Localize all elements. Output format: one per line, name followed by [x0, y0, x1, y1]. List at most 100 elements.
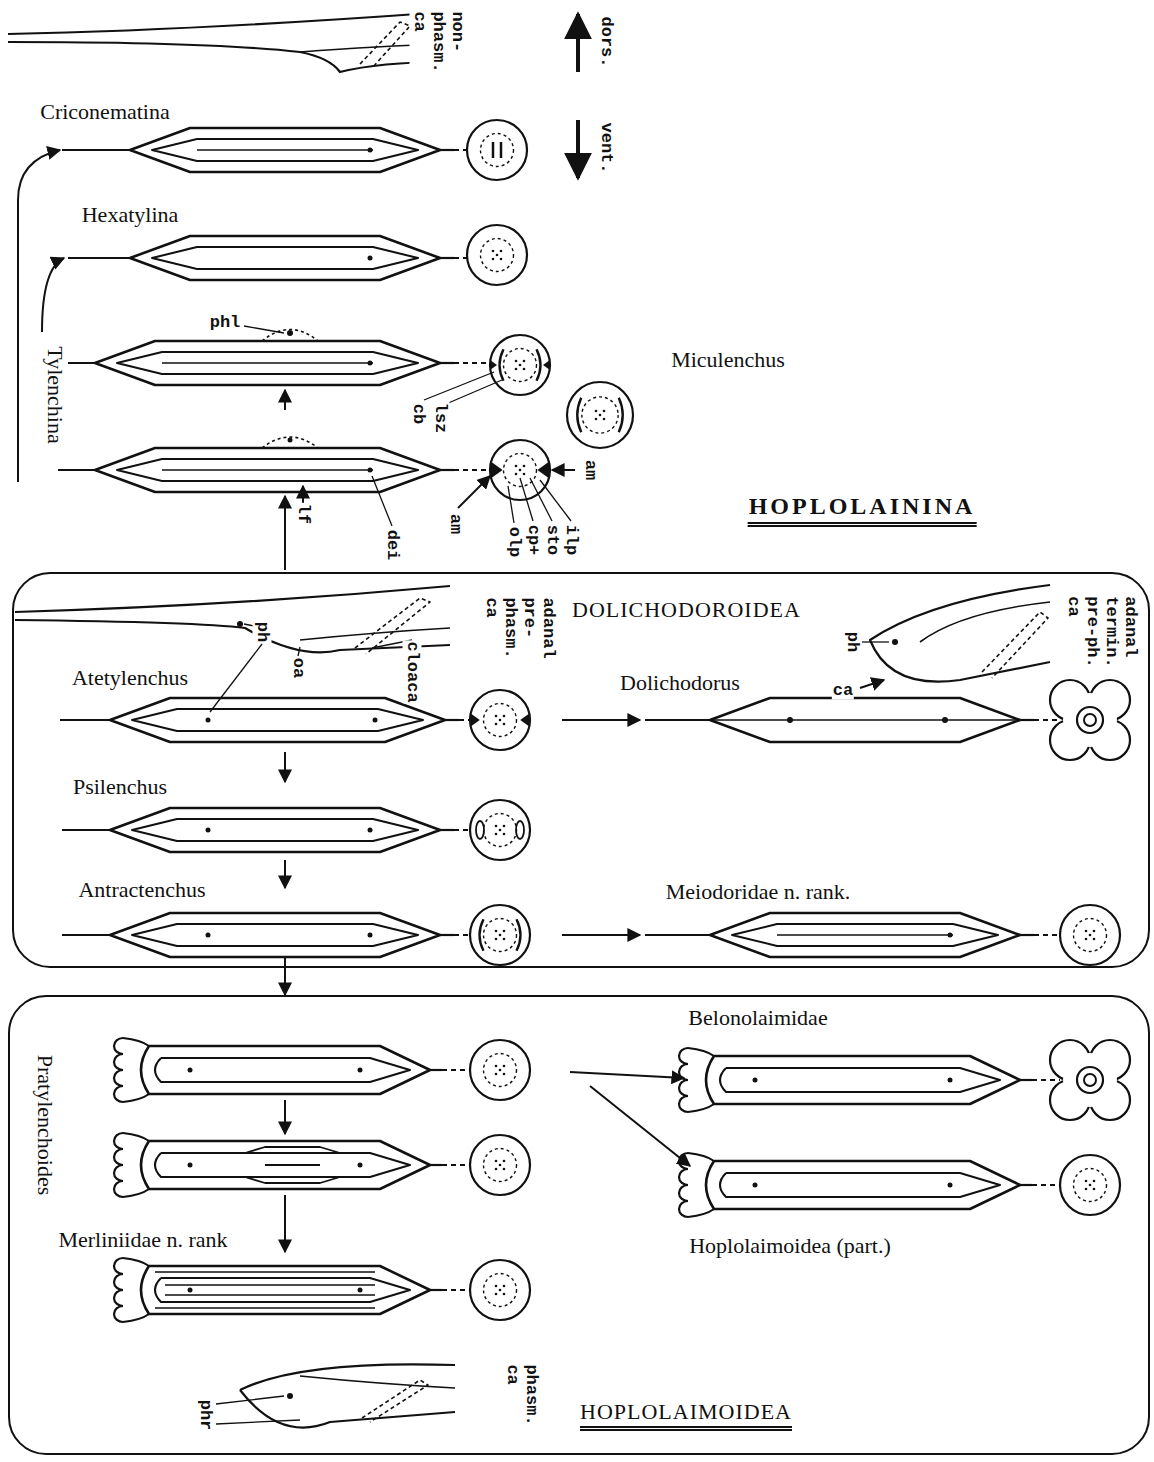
dot — [1085, 938, 1088, 941]
part-label: olp — [505, 526, 524, 559]
leader-line — [216, 1396, 284, 1404]
spicule — [982, 612, 1048, 678]
lobe-fill — [1063, 1053, 1117, 1107]
part-label: ilp — [562, 524, 581, 557]
field-line — [155, 1272, 375, 1308]
taxon-name: Dolichodorus — [619, 670, 741, 696]
field-outline — [720, 1068, 1000, 1092]
dot — [753, 1078, 758, 1083]
dot — [503, 1065, 506, 1068]
taxon-name: Tylenchina — [42, 345, 68, 444]
notch — [537, 461, 550, 479]
inner-ring — [484, 1149, 517, 1182]
dot — [515, 368, 518, 371]
dot — [515, 360, 518, 363]
arrow — [562, 719, 640, 721]
inner-ring — [504, 349, 537, 382]
axis — [162, 469, 373, 470]
dot — [495, 1073, 498, 1076]
dot — [503, 930, 506, 933]
lip-annulus — [679, 1201, 688, 1217]
part-label: dei — [383, 529, 402, 562]
group-title: HOPLOLAININA — [748, 493, 977, 527]
arrow — [284, 752, 286, 782]
dot — [368, 468, 373, 473]
body-outline — [110, 698, 445, 742]
cross-section — [490, 335, 550, 395]
dot — [892, 639, 898, 645]
dot — [287, 1393, 293, 1399]
leader-line — [508, 486, 514, 523]
dot — [523, 465, 526, 468]
lip-annulus — [114, 1274, 123, 1290]
arc — [577, 398, 581, 433]
tail-sketch — [240, 1364, 455, 1390]
arrow — [562, 934, 640, 936]
dot — [523, 368, 526, 371]
lip-annulus — [114, 1133, 123, 1149]
lip-annulus — [679, 1064, 688, 1080]
tail-sketch — [8, 42, 445, 72]
taxon-name: Psilenchus — [72, 774, 168, 800]
dot — [495, 1293, 498, 1296]
dashed-link — [454, 934, 470, 936]
part-label: sto — [543, 524, 562, 557]
dot — [1093, 930, 1096, 933]
body-outline — [110, 913, 440, 957]
inner-ring — [582, 397, 618, 433]
lobe-fill — [1063, 693, 1117, 747]
tail-sketch — [8, 12, 445, 34]
dot — [495, 715, 498, 718]
notch — [470, 713, 480, 727]
part-label: cb — [409, 403, 428, 425]
dot — [519, 469, 522, 472]
body-outline — [130, 128, 440, 172]
cross-section — [470, 800, 530, 860]
lip-annulus — [679, 1153, 688, 1169]
leader-line — [446, 380, 502, 404]
field-outline — [155, 1278, 410, 1302]
dot — [368, 828, 373, 833]
leader-line — [540, 480, 571, 521]
taxon-name: Miculenchus — [670, 347, 786, 373]
notch — [490, 461, 503, 479]
taxon-name: Meiodoridae n. rank. — [665, 879, 852, 905]
dot — [287, 330, 293, 336]
dot — [496, 254, 499, 257]
dashed-link — [454, 469, 490, 471]
dot — [523, 473, 526, 476]
dot — [948, 1078, 953, 1083]
dot — [1093, 1180, 1096, 1183]
part-label: dors. — [597, 15, 616, 68]
dot — [188, 1068, 193, 1073]
dot — [503, 715, 506, 718]
dot — [237, 621, 243, 627]
field-outline — [152, 139, 418, 161]
field-outline — [132, 924, 418, 946]
body-outline — [706, 1161, 1020, 1209]
dot — [503, 1160, 506, 1163]
lip-annulus — [114, 1054, 123, 1070]
dot — [519, 364, 522, 367]
lip-annulus — [114, 1070, 123, 1086]
dot — [948, 1183, 953, 1188]
tail-line — [62, 829, 110, 831]
dot — [495, 1168, 498, 1171]
dot — [373, 718, 378, 723]
dot — [515, 473, 518, 476]
tail-line — [62, 934, 110, 936]
arrow — [42, 258, 64, 332]
cross-section — [1060, 1155, 1120, 1215]
inner-ring — [484, 1054, 517, 1087]
inner-ring — [481, 134, 514, 167]
tail-line — [58, 469, 95, 471]
dot — [503, 825, 506, 828]
tail-sketch — [300, 1376, 455, 1388]
arrow — [576, 14, 580, 72]
dashed-link — [454, 829, 470, 831]
arrow — [284, 860, 286, 888]
dashed-link — [454, 149, 467, 151]
dot — [503, 833, 506, 836]
dashed-link — [1034, 719, 1060, 721]
taxon-name: Atetylenchus — [71, 665, 189, 691]
